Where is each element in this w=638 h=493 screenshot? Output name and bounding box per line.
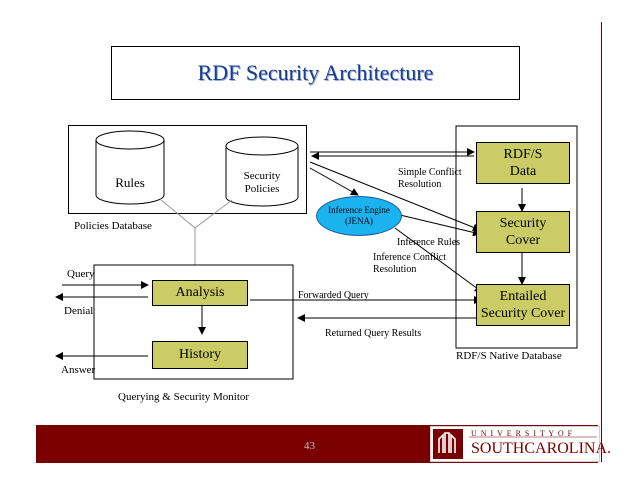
security-policies-line1: Security <box>243 170 281 182</box>
inference-conflict-line2: Resolution <box>373 264 417 275</box>
logo-graphic <box>433 429 597 459</box>
rdfs-data-line2: Data <box>509 164 537 179</box>
engine-entailed-arrow <box>394 227 483 293</box>
policies-engine-arrow <box>309 167 359 196</box>
simple-conflict-label: Simple Conflict Resolution <box>398 167 462 191</box>
policies-cover-arrow <box>309 161 481 232</box>
returned-query-results-label: Returned Query Results <box>325 328 422 339</box>
inference-conflict-label: Inference Conflict Resolution <box>373 252 446 276</box>
simple-conflict-line2: Resolution <box>398 179 442 190</box>
rdfs-data-box[interactable]: RDF/S Data <box>476 142 570 184</box>
security-policies-label: Security Policies <box>226 170 298 196</box>
policies-link-line <box>194 199 233 229</box>
security-policies-line2: Policies <box>244 183 280 195</box>
inference-conflict-line1: Inference Conflict <box>373 252 447 263</box>
university-logo: U N I V E R S I T Y O F SOUTHCAROLINA. <box>430 426 611 462</box>
entailed-security-cover-box[interactable]: Entailed Security Cover <box>476 284 570 326</box>
inference-rules-label: Inference Rules <box>397 237 461 248</box>
entailed-line2: Security Cover <box>480 306 566 321</box>
inference-engine-line1: Inference Engine <box>328 205 390 215</box>
history-label: History <box>179 347 221 362</box>
engine-cover-arrow <box>399 214 481 237</box>
logo-south: SOUTH <box>471 440 525 457</box>
title-box: RDF Security Architecture <box>111 46 520 100</box>
logo-carolina: CAROLINA. <box>524 440 612 457</box>
rules-link-line <box>159 198 196 229</box>
monitor-caption: Querying & Security Monitor <box>118 391 250 403</box>
entailed-line1: Entailed <box>499 289 547 304</box>
slide-number: 43 <box>304 440 315 452</box>
denial-label: Denial <box>64 305 94 317</box>
rules-cylinder <box>95 130 165 205</box>
page-title: RDF Security Architecture <box>197 60 434 85</box>
security-cover-line2: Cover <box>505 233 541 248</box>
history-box[interactable]: History <box>152 341 248 369</box>
query-label: Query <box>67 268 95 280</box>
rdf-db-caption: RDF/S Native Database <box>456 350 562 362</box>
forwarded-query-label: Forwarded Query <box>298 290 369 301</box>
security-cover-box[interactable]: Security Cover <box>476 211 570 253</box>
analysis-box[interactable]: Analysis <box>152 280 248 306</box>
logo-bottom-text: SOUTHCAROLINA. <box>471 440 611 458</box>
answer-label: Answer <box>61 364 96 376</box>
analysis-label: Analysis <box>175 285 225 300</box>
right-border-line <box>601 22 602 462</box>
policies-database-label: Policies Database <box>74 220 152 232</box>
logo-top-text: U N I V E R S I T Y O F <box>471 429 574 438</box>
rdfs-data-line1: RDF/S <box>503 147 543 162</box>
inference-engine-line2: (JENA) <box>345 216 373 226</box>
security-policies-cylinder <box>225 136 299 207</box>
inference-engine[interactable]: Inference Engine (JENA) <box>316 196 402 236</box>
security-cover-line1: Security <box>499 216 547 231</box>
rules-label: Rules <box>115 175 145 190</box>
simple-conflict-line1: Simple Conflict <box>398 167 462 178</box>
